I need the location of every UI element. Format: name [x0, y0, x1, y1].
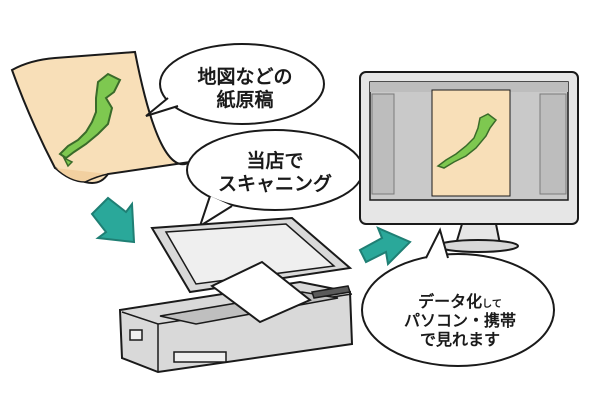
- arrow-right-icon: [358, 226, 412, 267]
- bubble-paper-line2: 紙原稿: [216, 88, 274, 111]
- bubble-paper-line1: 地図などの: [197, 66, 293, 88]
- monitor-icon: [359, 71, 579, 253]
- bubble-data-line1: データ化して: [380, 292, 540, 311]
- speech-bubble-scan: [186, 129, 364, 229]
- bubble-data-line3: で見れます: [419, 330, 500, 350]
- arrow-down-icon: [90, 196, 136, 244]
- bubble-data-line1-main: データ化: [418, 292, 483, 311]
- bubble-data-line2: パソコン・携帯: [403, 311, 516, 331]
- bubble-scan-line2: スキャニング: [217, 172, 332, 195]
- map-paper-icon: [10, 50, 191, 184]
- bubble-text-data: データ化して パソコン・携帯 で見れます: [380, 292, 540, 350]
- bubble-text-scan: 当店で スキャニング: [190, 150, 360, 196]
- speech-bubble-data: [361, 227, 555, 367]
- bubble-text-paper: 地図などの 紙原稿: [160, 66, 330, 112]
- bubble-scan-line1: 当店で: [246, 150, 304, 172]
- scanner-icon: [118, 216, 354, 374]
- speech-bubble-paper: [145, 43, 325, 125]
- bubble-data-line1-small: して: [482, 299, 502, 310]
